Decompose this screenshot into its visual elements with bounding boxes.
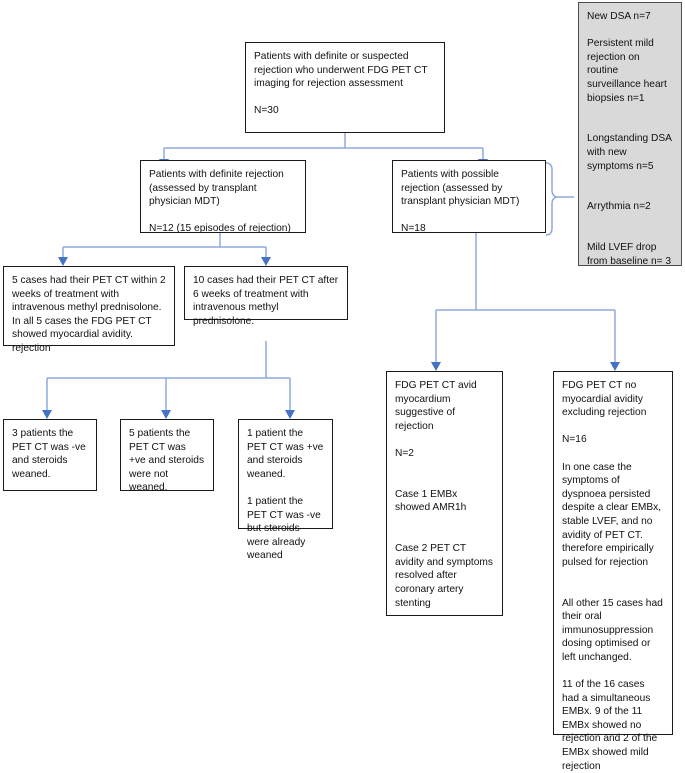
- arrowhead-after6weeks: [261, 257, 271, 266]
- node-positive-steroids-not-weaned: 5 patients the PET CT was +ve and steroi…: [120, 419, 214, 493]
- node-root: Patients with definite or suspected reje…: [245, 42, 445, 133]
- node-pet-no-avidity: FDG PET CT no myocardial avidity excludi…: [553, 371, 673, 772]
- arrowhead-no-avidity: [610, 362, 620, 371]
- node-pet-avid-myocardium: FDG PET CT avid myocardium suggestive of…: [386, 371, 503, 616]
- arrowhead-within2weeks: [58, 257, 68, 266]
- arrowhead-positive-not-weaned: [161, 410, 171, 419]
- arrowhead-negative-weaned: [42, 410, 52, 419]
- node-possible-rejection: Patients with possible rejection (assess…: [392, 160, 546, 234]
- node-definite-rejection: Patients with definite rejection (assess…: [140, 160, 306, 234]
- flowchart-canvas: Patients with definite or suspected reje…: [3, 2, 682, 772]
- brace-possible-to-indications: [545, 162, 559, 236]
- node-pet-within-2-weeks: 5 cases had their PET CT within 2 weeks …: [3, 266, 175, 354]
- arrowhead-avid: [431, 362, 441, 371]
- node-mixed-outcome: 1 patient the PET CT was +ve and steroid…: [238, 419, 333, 561]
- node-negative-steroids-weaned: 3 patients the PET CT was -ve and steroi…: [3, 419, 97, 491]
- node-pet-after-6-weeks: 10 cases had their PET CT after 6 weeks …: [184, 266, 348, 327]
- arrowhead-mixed-outcome: [285, 410, 295, 419]
- node-indications-list: New DSA n=7 Persistent mild rejection on…: [578, 2, 682, 267]
